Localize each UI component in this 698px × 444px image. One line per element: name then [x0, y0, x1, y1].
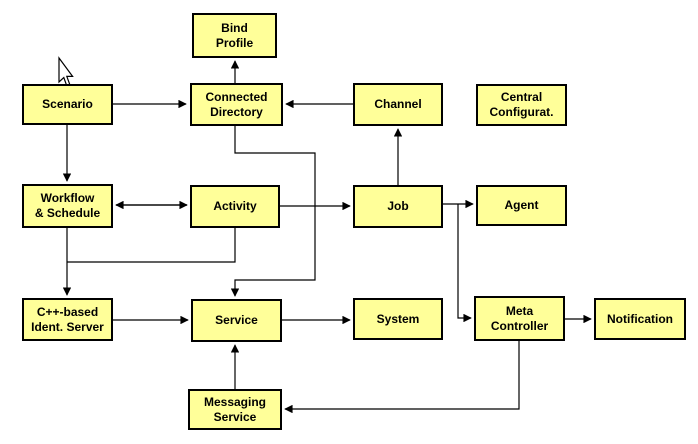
node-bind-profile-label: Bind Profile [215, 20, 254, 50]
node-workflow-schedule-label: Workflow & Schedule [34, 191, 101, 220]
node-notification[interactable]: Notification [594, 298, 686, 340]
node-central-configurator-label: Central Configurat. [489, 90, 554, 119]
node-channel[interactable]: Channel [353, 83, 443, 126]
node-service[interactable]: Service [191, 299, 282, 342]
node-meta-controller[interactable]: Meta Controller [474, 296, 565, 341]
node-scenario-label: Scenario [42, 97, 93, 112]
node-system-label: System [376, 311, 420, 326]
node-activity[interactable]: Activity [190, 185, 280, 228]
node-system[interactable]: System [353, 298, 443, 340]
node-job-label: Job [387, 199, 409, 214]
node-messaging-service[interactable]: Messaging Service [188, 389, 282, 430]
node-agent-label: Agent [504, 198, 539, 213]
connector-activity-to-cpp-junction [67, 228, 236, 263]
node-cpp-ident-server-label: C++-based Ident. Server [31, 304, 104, 334]
connector-meta-controller-to-messaging-service [284, 341, 520, 414]
connector-connected-directory-to-service [230, 126, 316, 297]
node-channel-label: Channel [374, 97, 422, 112]
node-workflow-schedule[interactable]: Workflow & Schedule [22, 184, 113, 228]
node-meta-controller-label: Meta Controller [490, 303, 549, 333]
node-connected-directory[interactable]: Connected Directory [190, 83, 283, 126]
node-agent[interactable]: Agent [476, 185, 567, 226]
node-messaging-service-label: Messaging Service [203, 394, 266, 424]
connector-job-to-meta-controller [457, 204, 472, 323]
node-central-configurator[interactable]: Central Configurat. [476, 84, 567, 126]
node-bind-profile[interactable]: Bind Profile [192, 13, 277, 58]
node-connected-directory-label: Connected Directory [205, 89, 268, 119]
node-job[interactable]: Job [353, 185, 443, 228]
node-activity-label: Activity [213, 199, 257, 214]
node-cpp-ident-server[interactable]: C++-based Ident. Server [22, 298, 113, 341]
node-scenario[interactable]: Scenario [22, 84, 113, 125]
node-service-label: Service [215, 313, 258, 328]
node-notification-label: Notification [607, 311, 673, 326]
